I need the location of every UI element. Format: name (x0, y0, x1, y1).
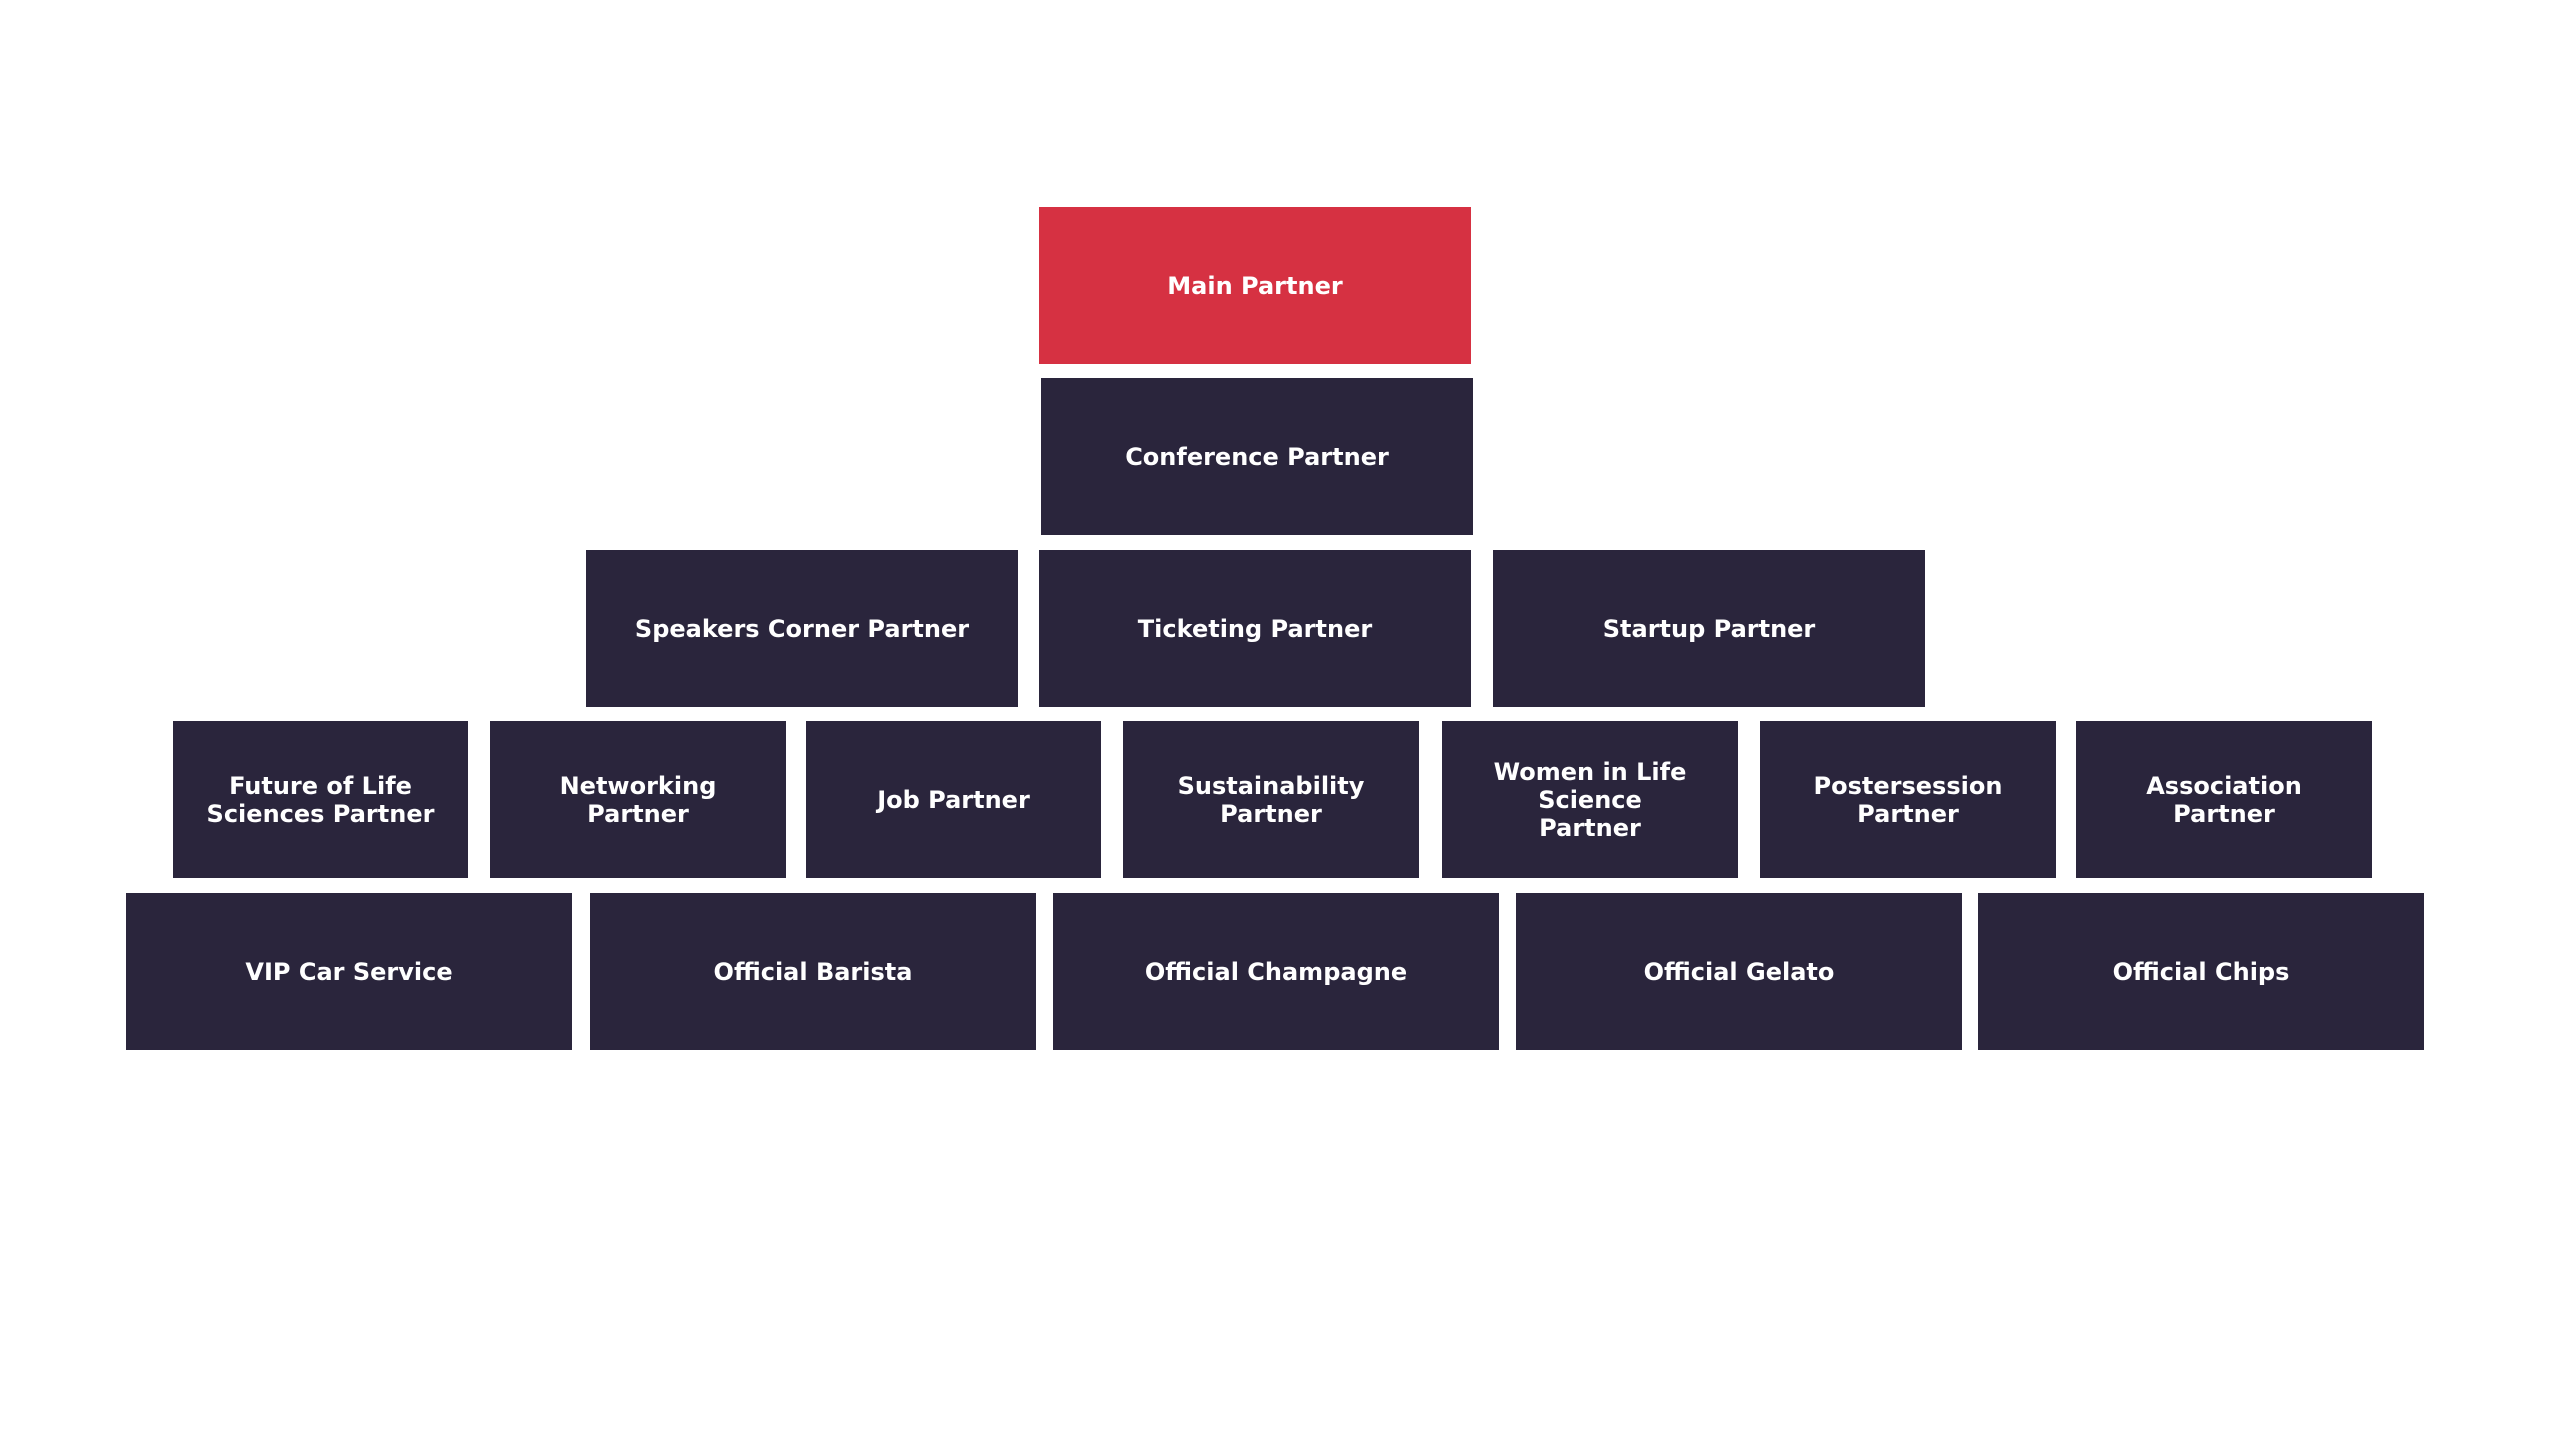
tile-official-champagne[interactable]: Official Champagne (1053, 893, 1499, 1050)
tile-job-partner[interactable]: Job Partner (806, 721, 1101, 878)
tile-startup-partner[interactable]: Startup Partner (1493, 550, 1925, 707)
tile-label: Official Gelato (1643, 957, 1835, 986)
tile-ticketing-partner[interactable]: Ticketing Partner (1039, 550, 1471, 707)
tile-speakers-corner-partner[interactable]: Speakers Corner Partner (586, 550, 1018, 707)
tile-label: Conference Partner (1125, 442, 1389, 471)
tile-women-in-life-science-partner[interactable]: Women in Life Science Partner (1442, 721, 1738, 878)
tile-label: Postersession Partner (1813, 771, 2003, 828)
tile-label: Official Champagne (1144, 957, 1408, 986)
tile-label: Startup Partner (1602, 614, 1816, 643)
tile-label: Sustainability Partner (1177, 771, 1365, 828)
tile-label: Official Chips (2112, 957, 2290, 986)
tile-label: Networking Partner (559, 771, 717, 828)
tile-future-of-life-sciences-partner[interactable]: Future of Life Sciences Partner (173, 721, 468, 878)
tile-vip-car-service[interactable]: VIP Car Service (126, 893, 572, 1050)
tile-label: Future of Life Sciences Partner (206, 771, 435, 828)
tile-label: Association Partner (2146, 771, 2302, 828)
tile-postersession-partner[interactable]: Postersession Partner (1760, 721, 2056, 878)
tile-label: Ticketing Partner (1137, 614, 1373, 643)
tile-label: Women in Life Science Partner (1493, 757, 1687, 842)
tile-official-gelato[interactable]: Official Gelato (1516, 893, 1962, 1050)
tile-conference-partner[interactable]: Conference Partner (1041, 378, 1473, 535)
tile-label: Main Partner (1167, 271, 1343, 300)
tile-label: Official Barista (713, 957, 913, 986)
tile-sustainability-partner[interactable]: Sustainability Partner (1123, 721, 1419, 878)
tile-label: VIP Car Service (245, 957, 453, 986)
tile-official-barista[interactable]: Official Barista (590, 893, 1036, 1050)
tile-label: Job Partner (877, 785, 1030, 814)
tile-association-partner[interactable]: Association Partner (2076, 721, 2372, 878)
tile-networking-partner[interactable]: Networking Partner (490, 721, 786, 878)
tile-official-chips[interactable]: Official Chips (1978, 893, 2424, 1050)
tile-main-partner[interactable]: Main Partner (1039, 207, 1471, 364)
tile-label: Speakers Corner Partner (634, 614, 970, 643)
